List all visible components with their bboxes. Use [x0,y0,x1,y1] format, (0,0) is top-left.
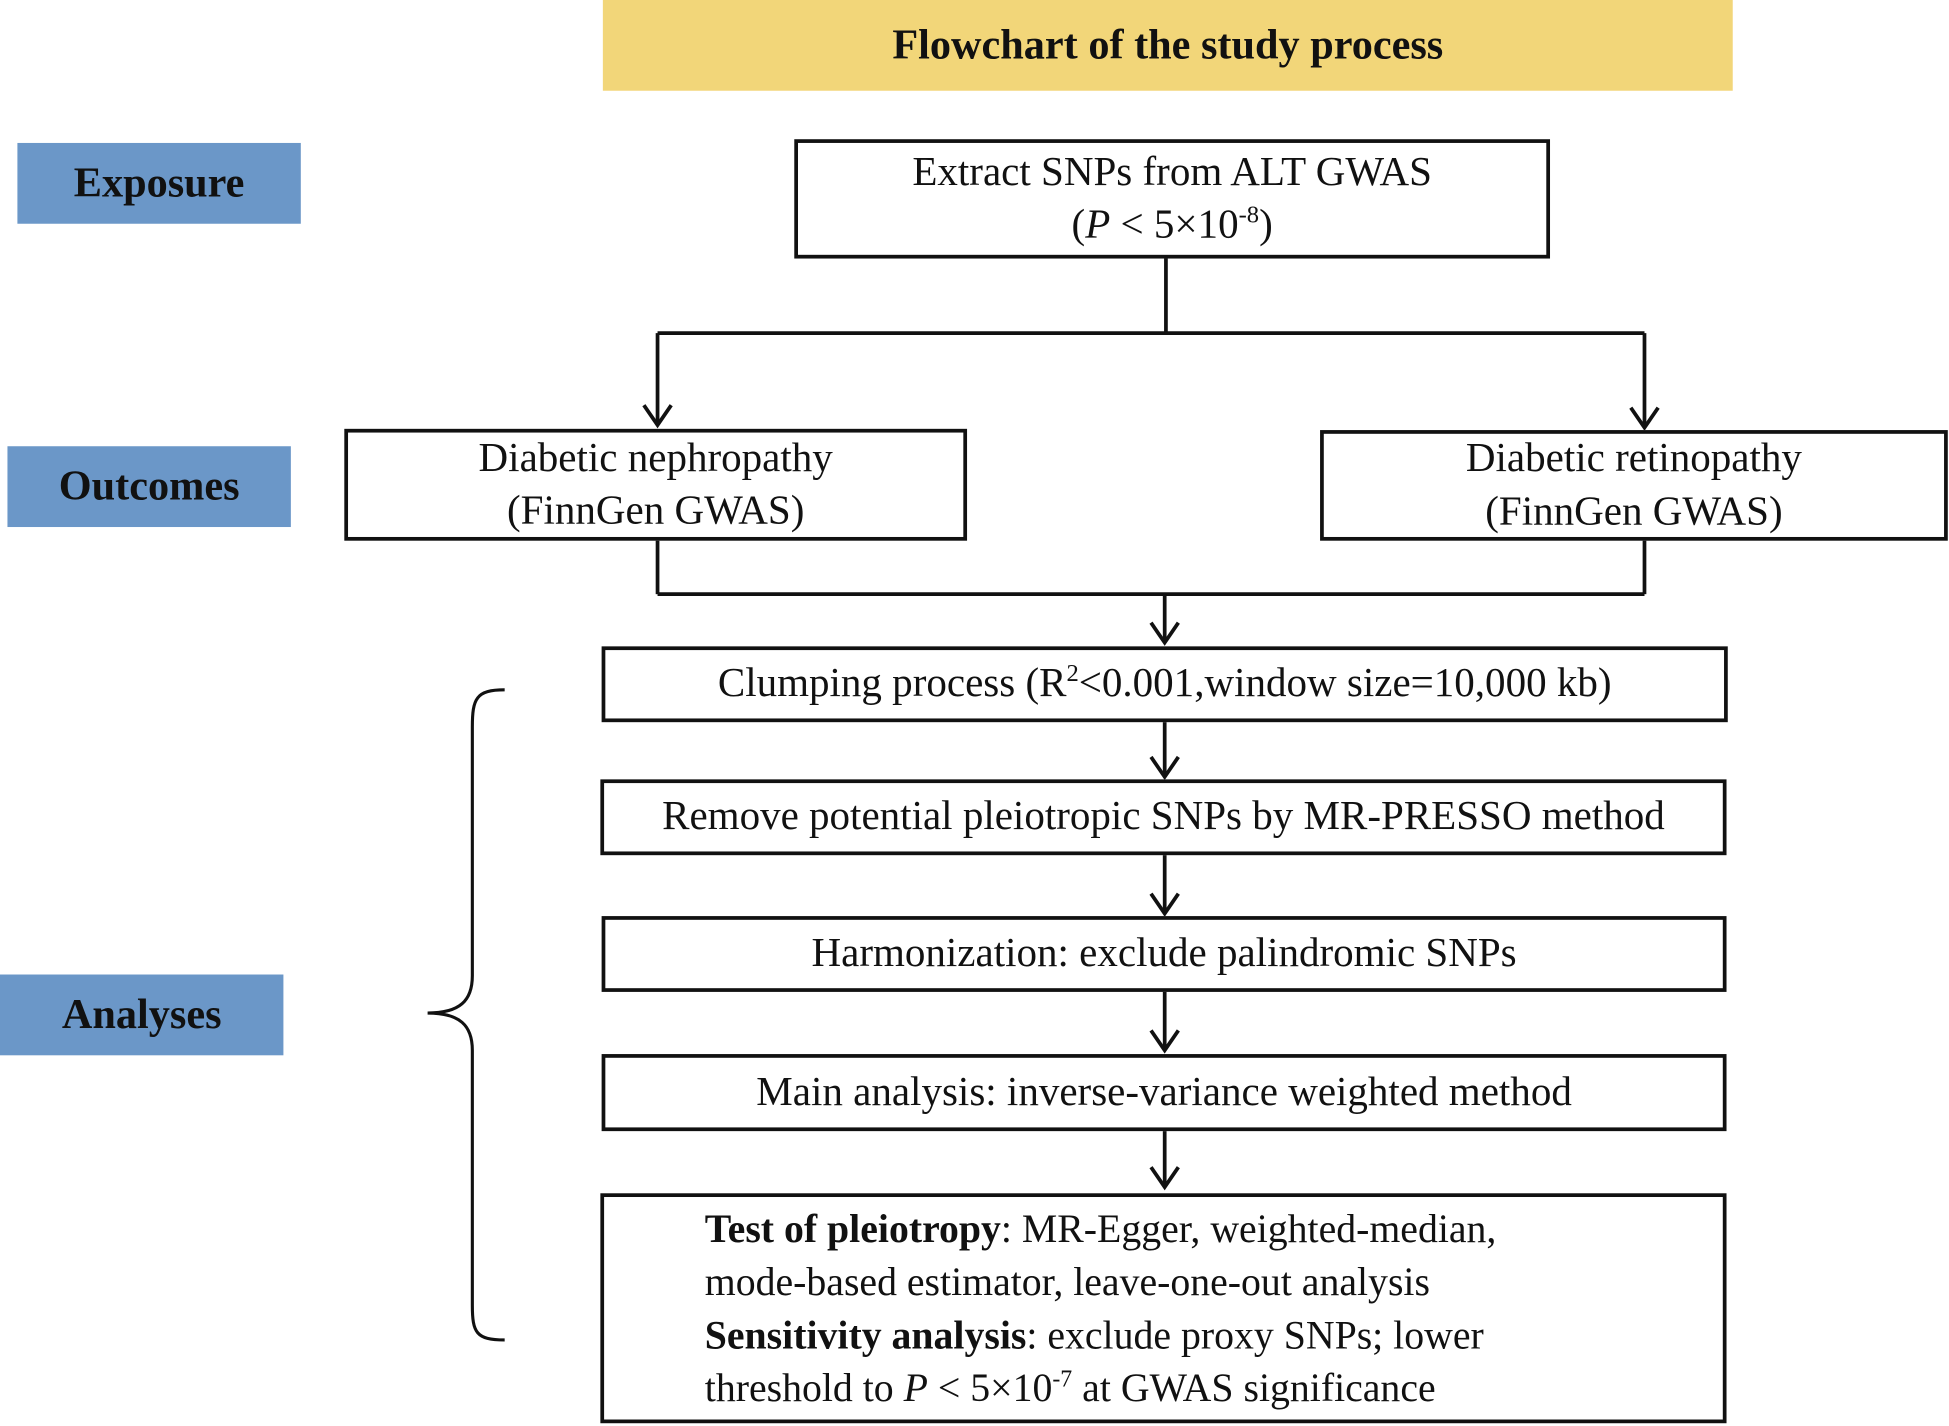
main-analysis-text: Main analysis: inverse-variance weighted… [756,1070,1572,1115]
sensitivity-heading: Sensitivity analysis [704,1311,1027,1357]
harmonization-step-box: Harmonization: exclude palindromic SNPs [601,916,1727,992]
outcome-nephropathy-box: Diabetic nephropathy (FinnGen GWAS) [344,428,968,541]
nephropathy-source: (FinnGen GWAS) [506,488,805,534]
arrowhead-remove [1149,755,1180,781]
analyses-label: Analyses [0,974,284,1056]
exposure-label: Exposure [17,142,301,224]
clumping-text-start: Clumping process (R [717,661,1067,707]
arrowhead-main-analysis [1149,1029,1180,1054]
threshold-mid: < 5×10 [927,1364,1053,1410]
exposure-box-line1: Extract SNPs from ALT GWAS [912,150,1432,195]
pleiotropy-line1: Test of pleiotropy: MR-Egger, weighted-m… [705,1202,1497,1255]
nephropathy-title: Diabetic nephropathy [478,436,833,481]
threshold-prefix: threshold to [704,1364,904,1410]
clumping-step-text: Clumping process (R2<0.001,window size=1… [718,658,1612,710]
sensitivity-description: : exclude proxy SNPs; lower [1026,1311,1484,1357]
sensitivity-line1: Sensitivity analysis: exclude proxy SNPs… [705,1308,1484,1361]
threshold-value: < 5×10 [1110,202,1239,248]
arrowhead-nephropathy [642,404,673,429]
open-paren: ( [1071,202,1086,248]
analyses-brace [427,688,505,1342]
arrowhead-harmonization [1149,892,1180,917]
retinopathy-source: (FinnGen GWAS) [1485,489,1783,534]
outcomes-label: Outcomes [7,446,291,528]
sensitivity-line2: threshold to P < 5×10-7 at GWAS signific… [705,1361,1436,1414]
threshold-p-symbol: P [903,1364,928,1410]
remove-pleiotropic-step-box: Remove potential pleiotropic SNPs by MR-… [600,779,1727,856]
close-paren: ) [1259,202,1273,248]
arrowhead-clumping [1149,621,1180,646]
threshold-suffix: at GWAS significance [1072,1364,1436,1410]
exposure-box: Extract SNPs from ALT GWAS (P < 5×10-8) [794,139,1551,259]
title-banner: Flowchart of the study process [602,0,1733,91]
clumping-text-end: <0.001,window size=10,000 kb) [1078,661,1612,707]
r-squared-superscript: 2 [1066,660,1079,688]
pleiotropy-sensitivity-box: Test of pleiotropy: MR-Egger, weighted-m… [600,1193,1727,1424]
p-symbol: P [1085,202,1111,248]
remove-pleiotropic-text: Remove potential pleiotropic SNPs by MR-… [662,794,1665,840]
arrowhead-retinopathy [1629,406,1660,431]
main-analysis-step-box: Main analysis: inverse-variance weighted… [601,1054,1727,1132]
harmonization-text: Harmonization: exclude palindromic SNPs [811,931,1517,977]
threshold-exponent-7: -7 [1052,1366,1073,1393]
exposure-box-threshold: (P < 5×10-8) [1072,199,1273,251]
retinopathy-title: Diabetic retinopathy [1465,436,1802,482]
outcome-retinopathy-box: Diabetic retinopathy (FinnGen GWAS) [1320,430,1948,541]
clumping-step-box: Clumping process (R2<0.001,window size=1… [601,646,1728,723]
arrowhead-final [1149,1166,1180,1191]
pleiotropy-methods: : MR-Egger, weighted-median, [1000,1206,1497,1251]
threshold-exponent: -8 [1238,201,1260,229]
pleiotropy-line2: mode-based estimator, leave-one-out anal… [704,1259,1430,1304]
pleiotropy-heading: Test of pleiotropy [704,1206,1001,1251]
